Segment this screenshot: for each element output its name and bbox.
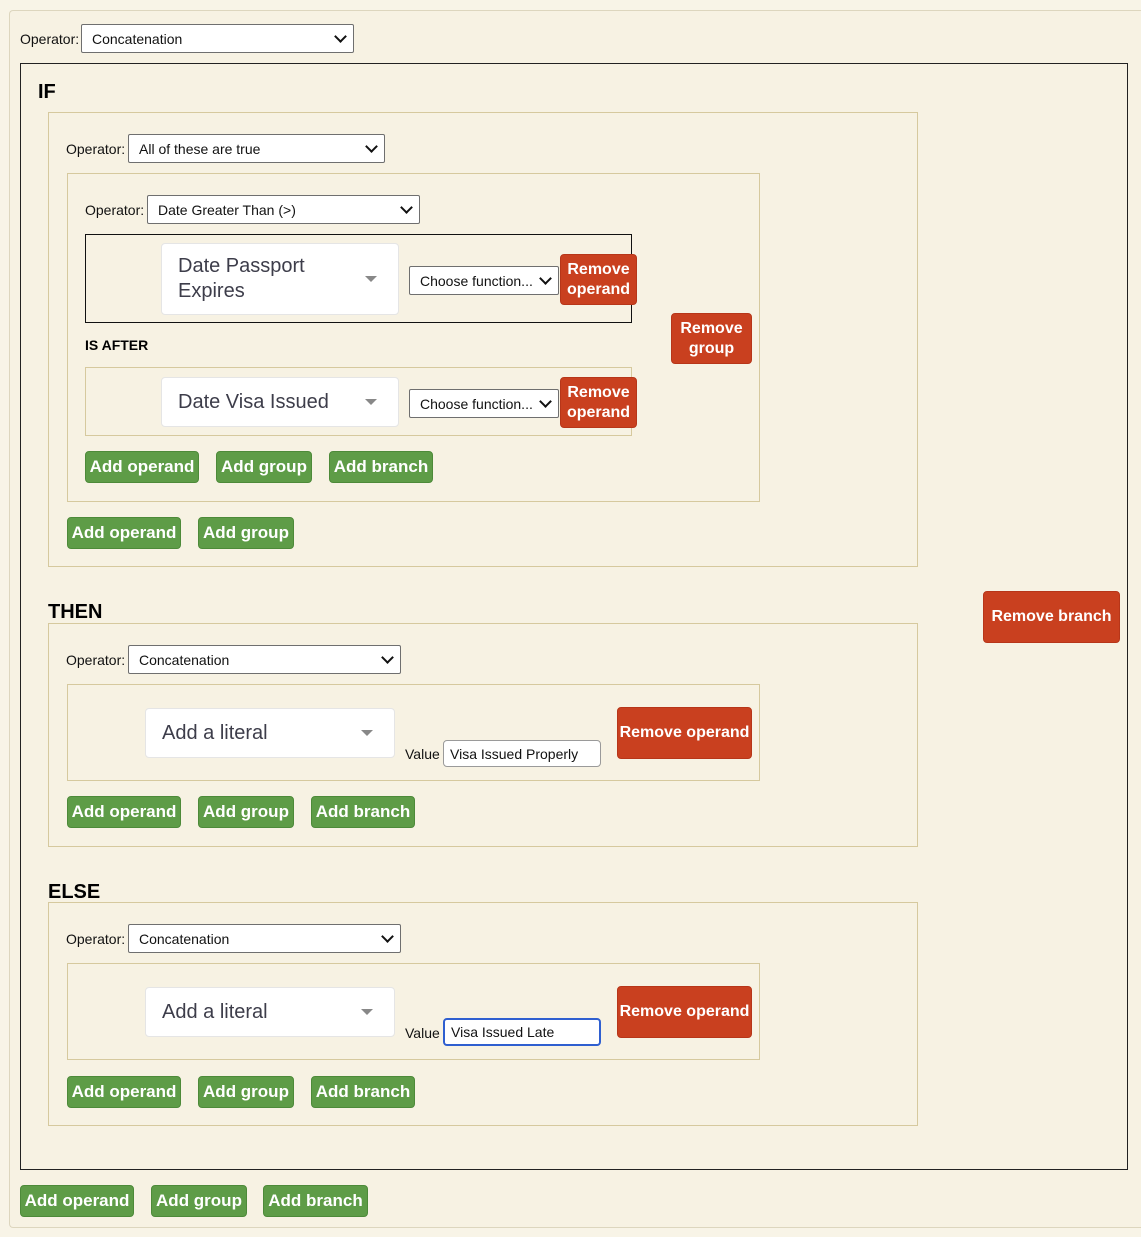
add-group-button[interactable]: Add group bbox=[198, 1076, 294, 1108]
remove-operand-button[interactable]: Remove operand bbox=[560, 254, 637, 305]
function-select-value: Choose function... bbox=[420, 272, 533, 289]
field-picker-value: Date Visa Issued bbox=[178, 390, 329, 413]
chevron-down-icon bbox=[539, 394, 552, 408]
add-operand-button[interactable]: Add operand bbox=[20, 1185, 134, 1217]
connector-label: IS AFTER bbox=[85, 337, 149, 353]
add-group-button[interactable]: Add group bbox=[198, 517, 294, 549]
then-operator-select[interactable]: Concatenation bbox=[128, 645, 401, 674]
add-branch-button[interactable]: Add branch bbox=[263, 1185, 368, 1217]
add-group-button[interactable]: Add group bbox=[198, 796, 294, 828]
caret-down-icon bbox=[361, 1009, 373, 1015]
chevron-down-icon bbox=[381, 650, 394, 664]
chevron-down-icon bbox=[365, 139, 378, 153]
function-select-2[interactable]: Choose function... bbox=[409, 389, 559, 418]
add-operand-button[interactable]: Add operand bbox=[67, 796, 181, 828]
add-branch-button[interactable]: Add branch bbox=[311, 1076, 415, 1108]
inner-operator-value: Date Greater Than (>) bbox=[158, 201, 296, 218]
add-operand-button[interactable]: Add operand bbox=[67, 1076, 181, 1108]
remove-operand-button[interactable]: Remove operand bbox=[560, 377, 637, 428]
value-input[interactable]: Visa Issued Properly bbox=[443, 740, 601, 767]
chevron-down-icon bbox=[334, 29, 347, 43]
else-operator-value: Concatenation bbox=[139, 930, 230, 947]
root-operator-value: Concatenation bbox=[92, 30, 183, 47]
chevron-down-icon bbox=[381, 929, 394, 943]
chevron-down-icon bbox=[400, 200, 413, 214]
caret-down-icon bbox=[365, 276, 377, 282]
if-operator-label: Operator: bbox=[66, 141, 126, 157]
else-operator-select[interactable]: Concatenation bbox=[128, 924, 401, 953]
remove-operand-button[interactable]: Remove operand bbox=[617, 707, 752, 759]
else-heading: ELSE bbox=[48, 881, 101, 903]
field-picker-passport[interactable]: Date Passport Expires bbox=[161, 243, 399, 315]
remove-operand-button[interactable]: Remove operand bbox=[617, 986, 752, 1038]
add-branch-button[interactable]: Add branch bbox=[329, 451, 433, 483]
inner-operator-select[interactable]: Date Greater Than (>) bbox=[147, 195, 420, 224]
value-label: Value bbox=[405, 746, 440, 762]
literal-picker-value: Add a literal bbox=[162, 1000, 268, 1023]
function-select-value: Choose function... bbox=[420, 395, 533, 412]
add-branch-button[interactable]: Add branch bbox=[311, 796, 415, 828]
value-input[interactable]: Visa Issued Late bbox=[443, 1018, 601, 1046]
then-heading: THEN bbox=[48, 601, 103, 623]
if-operator-value: All of these are true bbox=[139, 140, 261, 157]
else-operator-label: Operator: bbox=[66, 931, 126, 947]
if-heading: IF bbox=[38, 81, 56, 103]
root-operator-select[interactable]: Concatenation bbox=[81, 24, 354, 53]
then-operator-value: Concatenation bbox=[139, 651, 230, 668]
remove-branch-button[interactable]: Remove branch bbox=[983, 591, 1120, 643]
add-group-button[interactable]: Add group bbox=[216, 451, 312, 483]
inner-operator-label: Operator: bbox=[85, 202, 145, 218]
add-group-button[interactable]: Add group bbox=[151, 1185, 247, 1217]
function-select-1[interactable]: Choose function... bbox=[409, 266, 559, 295]
literal-picker-value: Add a literal bbox=[162, 721, 268, 744]
literal-picker[interactable]: Add a literal bbox=[145, 987, 395, 1037]
add-operand-button[interactable]: Add operand bbox=[85, 451, 199, 483]
if-operator-select[interactable]: All of these are true bbox=[128, 134, 385, 163]
field-picker-visa[interactable]: Date Visa Issued bbox=[161, 377, 399, 427]
caret-down-icon bbox=[365, 399, 377, 405]
field-picker-value: Date Passport Expires bbox=[178, 255, 305, 302]
add-operand-button[interactable]: Add operand bbox=[67, 517, 181, 549]
remove-group-button[interactable]: Remove group bbox=[671, 313, 752, 364]
inner-group bbox=[67, 173, 760, 502]
root-operator-label: Operator: bbox=[20, 31, 80, 47]
chevron-down-icon bbox=[539, 271, 552, 285]
then-operator-label: Operator: bbox=[66, 652, 126, 668]
literal-picker[interactable]: Add a literal bbox=[145, 708, 395, 758]
value-label: Value bbox=[405, 1025, 440, 1041]
caret-down-icon bbox=[361, 730, 373, 736]
